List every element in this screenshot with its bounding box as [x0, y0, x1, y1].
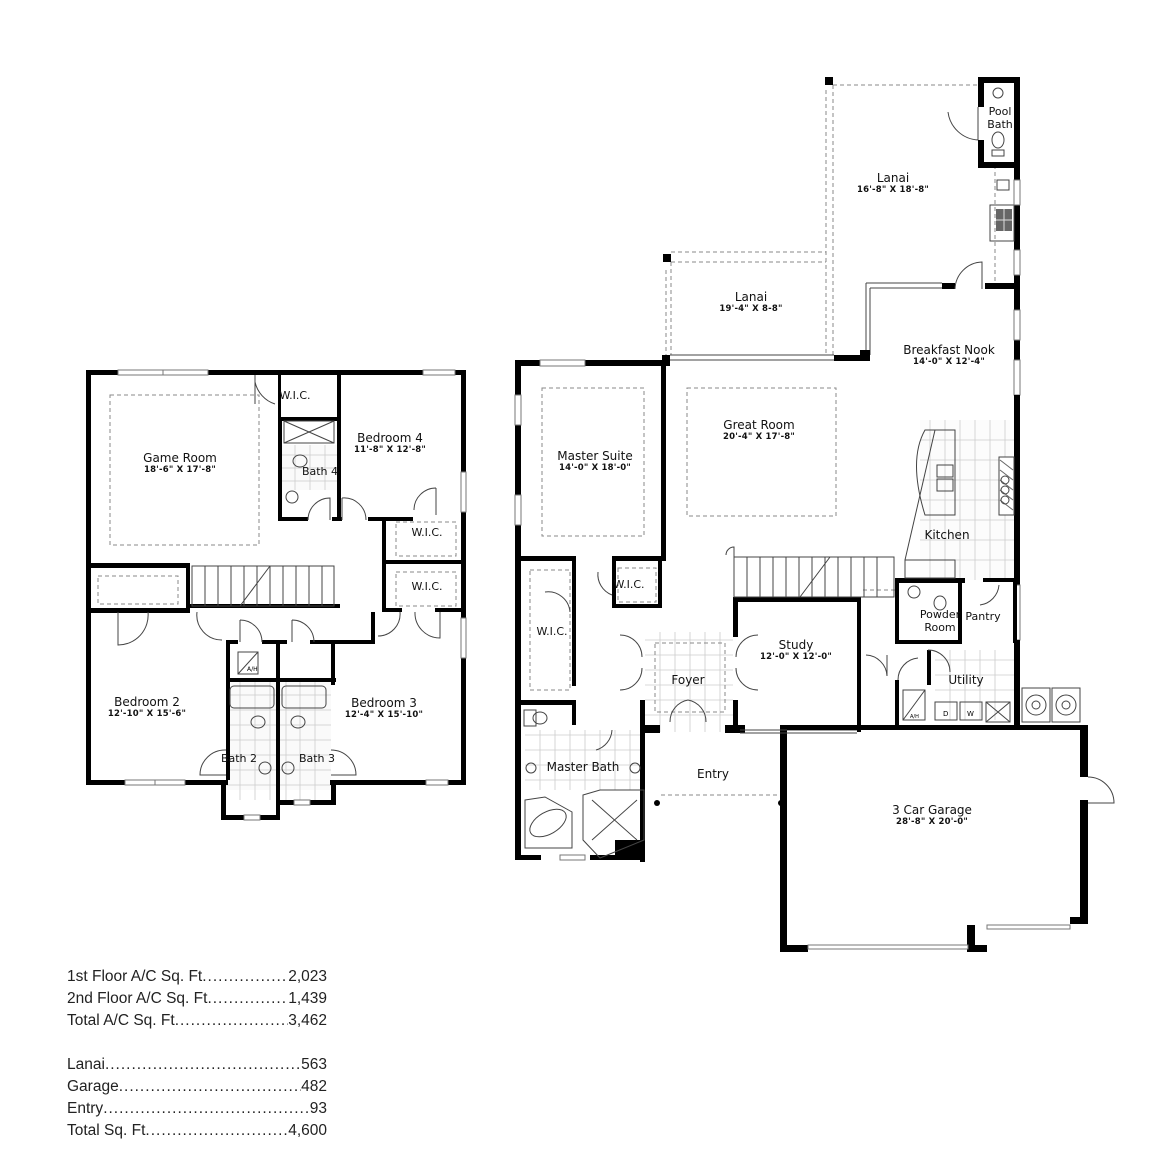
great-room-ceiling-outline — [686, 387, 837, 517]
master-ceiling-outline — [541, 387, 645, 537]
area-spacer — [67, 1034, 327, 1056]
first-floor-stairs — [725, 546, 895, 598]
area-row-2nd-floor: 2nd Floor A/C Sq. Ft1,439 — [67, 990, 327, 1012]
room-label-entry: Entry — [697, 767, 729, 781]
room-label-wic-master-large: W.I.C. — [536, 625, 568, 638]
room-label-pool-bath: Pool Bath — [987, 105, 1013, 131]
second-floor-windows — [117, 369, 467, 821]
area-row-1st-floor: 1st Floor A/C Sq. Ft2,023 — [67, 968, 327, 990]
outdoor-kitchen — [989, 179, 1015, 242]
washer-label: W — [967, 710, 974, 718]
room-label-foyer: Foyer — [671, 673, 705, 687]
area-row-total: Total Sq. Ft4,600 — [67, 1122, 327, 1144]
room-label-wic-top: W.I.C. — [279, 389, 311, 402]
room-label-kitchen: Kitchen — [924, 528, 970, 542]
room-label-powder-room: Powder Room — [919, 608, 961, 634]
ah-label-floor1: A/H — [910, 714, 919, 720]
room-label-wic-bedroom-4: W.I.C. — [411, 526, 443, 539]
pool-bath-walls — [947, 77, 1020, 387]
room-label-utility: Utility — [948, 673, 984, 687]
game-room-ceiling-outline — [109, 394, 260, 546]
room-label-bath-2: Bath 2 — [220, 752, 258, 765]
square-footage-table: 1st Floor A/C Sq. Ft2,023 2nd Floor A/C … — [67, 968, 327, 1144]
room-label-pantry: Pantry — [965, 610, 1001, 623]
room-label-bath-3: Bath 3 — [298, 752, 336, 765]
second-floor-plan: A/H — [86, 369, 467, 821]
first-floor-doors — [544, 571, 1000, 751]
second-floor-fixtures: A/H — [229, 420, 335, 775]
utility-fixtures: D W A/H — [902, 585, 1011, 723]
master-bath-fixtures — [523, 709, 645, 859]
ah-label-floor2: A/H — [247, 666, 258, 673]
kitchen-counters — [904, 429, 1015, 579]
second-floor-stairs — [191, 565, 335, 607]
room-label-wic-master-small: W.I.C. — [613, 578, 645, 591]
room-label-wic-bedroom-3: W.I.C. — [411, 580, 443, 593]
second-floor-doors — [117, 375, 441, 776]
first-floor-walls — [514, 261, 1115, 952]
room-label-master-bath: Master Bath — [546, 760, 620, 774]
area-row-garage: Garage482 — [67, 1078, 327, 1100]
room-label-bath-4: Bath 4 — [301, 465, 339, 478]
dryer-label: D — [943, 710, 948, 718]
area-row-total-ac: Total A/C Sq. Ft3,462 — [67, 1012, 327, 1034]
lanai-outlines — [663, 77, 996, 355]
first-floor-tile-pattern — [525, 420, 1018, 790]
first-floor-plan: D W A/H — [514, 77, 1115, 952]
area-row-lanai: Lanai563 — [67, 1056, 327, 1078]
ac-condensers — [1021, 687, 1081, 723]
area-row-entry: Entry93 — [67, 1100, 327, 1122]
